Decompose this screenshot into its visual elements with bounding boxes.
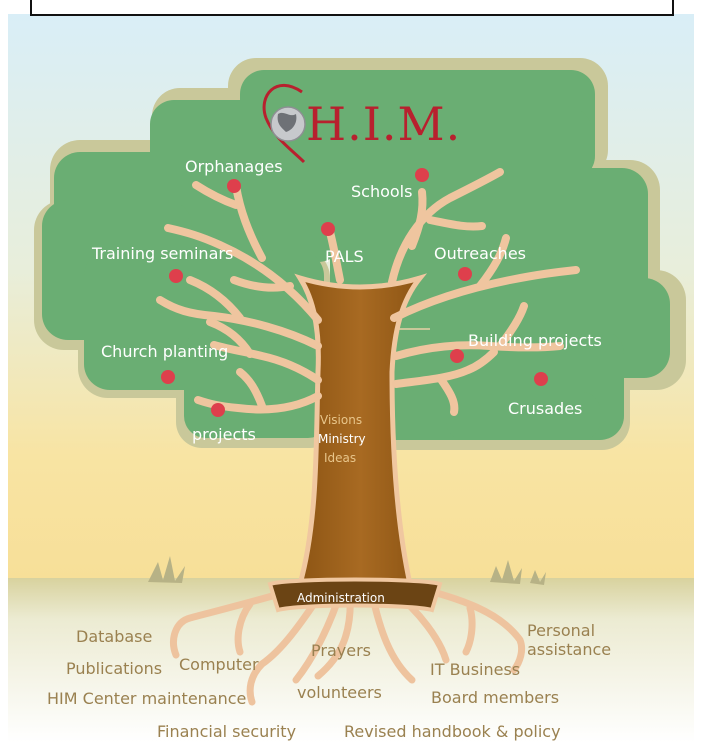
label-administration: Administration: [297, 591, 385, 605]
logo-text: H.I.M.: [306, 97, 462, 151]
label-outreaches: Outreaches: [434, 244, 526, 263]
label-pals: PALS: [325, 247, 364, 266]
trunk: [294, 273, 428, 587]
canopy: [42, 70, 670, 440]
label-building-projects: Building projects: [468, 331, 602, 350]
label-church-planting: Church planting: [101, 342, 229, 361]
label-board-members: Board members: [431, 688, 560, 707]
label-training-seminars: Training seminars: [92, 244, 234, 263]
label-orphanages: Orphanages: [185, 157, 283, 176]
label-prayers: Prayers: [311, 641, 371, 660]
label-financial-security: Financial security: [157, 722, 297, 741]
label-database: Database: [76, 627, 153, 646]
label-ministry: Ministry: [318, 432, 366, 446]
label-publications: Publications: [66, 659, 163, 678]
label-ideas: Ideas: [324, 451, 357, 465]
label-schools: Schools: [351, 182, 413, 201]
administration-band: [267, 577, 443, 613]
label-it-business: IT Business: [430, 660, 521, 679]
label-him-center: HIM Center maintenance: [47, 689, 247, 708]
fruits: [161, 168, 548, 417]
label-revised-handbook: Revised handbook & policy: [344, 722, 561, 741]
label-volunteers: volunteers: [297, 683, 382, 702]
label-assistance: assistance: [527, 640, 612, 659]
grass-tufts: [148, 556, 546, 585]
logo-globe-icon: [262, 84, 306, 164]
label-projects: projects: [192, 425, 256, 444]
top-frame: [30, 0, 674, 16]
branches: [156, 168, 580, 416]
label-personal: Personal: [527, 621, 596, 640]
label-crusades: Crusades: [508, 399, 583, 418]
label-computer: Computer: [179, 655, 259, 674]
label-visions: Visions: [320, 413, 363, 427]
